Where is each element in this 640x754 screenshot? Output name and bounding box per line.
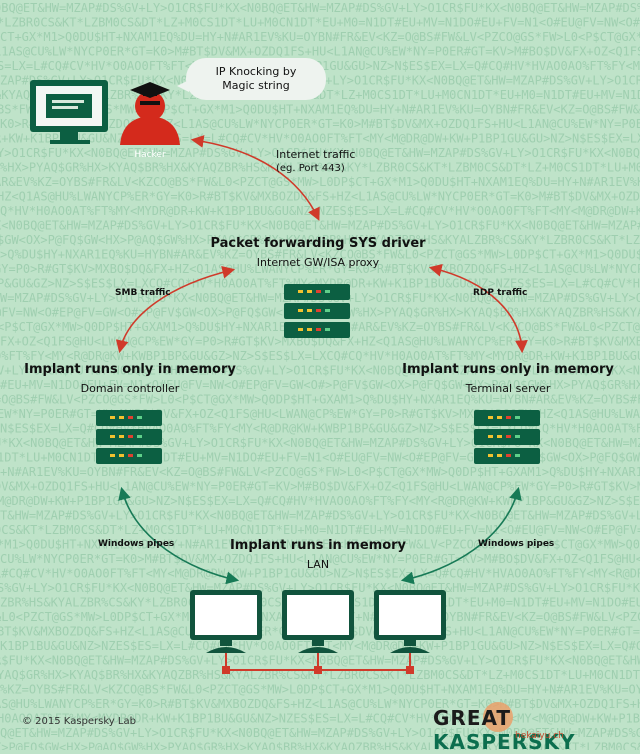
svg-text:Q*HV*H0AO0AT%FT%MY<MYDR@DR+KW+: Q*HV*H0AO0AT%FT%MY<MYDR@DR+KW+K1BP1BU&GU… bbox=[0, 204, 640, 218]
svg-text:#EU+MV=N1DO#EU+FV=N1<O#EU@FV=N: #EU+MV=N1DO#EU+FV=N1<O#EU@FV=NW<O#EP@FV=… bbox=[0, 378, 640, 392]
svg-text:Q@ET&HW=MZAP#DS%GV+LY>O1CR$FU*: Q@ET&HW=MZAP#DS%GV+LY>O1CR$FU*KX<N0BQ@ET… bbox=[0, 726, 640, 740]
proxy-server-icon bbox=[284, 284, 350, 338]
copyright: © 2015 Kaspersky Lab bbox=[22, 716, 136, 727]
windows-pipes-right-arrow bbox=[400, 486, 522, 585]
rdp-traffic-arrow bbox=[428, 264, 528, 354]
svg-text:=O@BS#FW&LV<PZCO@GS*FW>L0<P$CT: =O@BS#FW&LV<PZCO@GS*FW>L0<P$CT@GX*MW>Q0D… bbox=[0, 393, 640, 407]
svg-text:%HX>PYAQ$GR%HX>KYAQ$BR%HX&KYAQ: %HX>PYAQ$GR%HX>KYAQ$BR%HX&KYAQZBR%HS&KYA… bbox=[0, 161, 640, 175]
svg-text:R$FU*KX<N0BQ@ET&HW=MZAP#DS%GV+: R$FU*KX<N0BQ@ET&HW=MZAP#DS%GV+LY>O1CR$FU… bbox=[0, 654, 640, 668]
proxy-subtitle: Internet GW/ISA proxy bbox=[256, 256, 380, 269]
svg-text:AS@HU%LWANYCP%ER*GY=K0>R#BT$KV: AS@HU%LWANYCP%ER*GY=K0>R#BT$KV&MXBOZDQ&F… bbox=[0, 697, 640, 711]
ip-knocking-bubble: IP Knocking by Magic string bbox=[177, 58, 326, 100]
terminal-server-subtitle: Terminal server bbox=[465, 382, 551, 395]
windows-pipes-left-label: Windows pipes bbox=[98, 539, 175, 549]
brand-mark-icon bbox=[483, 702, 513, 732]
smb-traffic-arrow bbox=[115, 266, 236, 354]
svg-text:*LZBR0CS&KT*LZBM0CS&DT*LZ+M0CS: *LZBR0CS&KT*LZBM0CS&DT*LZ+M0CS1DT*LU+M0C… bbox=[0, 16, 640, 30]
svg-text:Y>O1CR$FU*KX<N0BQ@ET&HW=MZAP#D: Y>O1CR$FU*KX<N0BQ@ET&HW=MZAP#DS%GV+LY>O1… bbox=[0, 146, 640, 160]
svg-text:CT+GX*M1>Q0DU$HT+NXAM1EQ%DU=HY: CT+GX*M1>Q0DU$HT+NXAM1EQ%DU=HY+N#AR1EV%K… bbox=[0, 30, 640, 44]
smb-traffic-label: SMB traffic bbox=[115, 288, 171, 298]
svg-text:YAQ$GR%HX>KYAQ$BR%HX&KYAQZBR%H: YAQ$GR%HX>KYAQ$BR%HX&KYAQZBR%HS&KYALZBR%… bbox=[0, 668, 640, 682]
windows-pipes-right-label: Windows pipes bbox=[478, 539, 555, 549]
terminal-server-title: Implant runs only in memory bbox=[402, 362, 614, 377]
svg-text:X>P@FQ$GW<HX>P@AQ$GW%HX>PYAQ$G: X>P@FQ$GW<HX>P@AQ$GW%HX>PYAQ$GR%HX>KYAQ$… bbox=[0, 741, 640, 751]
svg-text:S%GV+LY>O1CR$FU*KX<N0BQ@ET&HW=: S%GV+LY>O1CR$FU*KX<N0BQ@ET&HW=MZAP#DS%GV… bbox=[0, 581, 640, 595]
internet-traffic-label: Internet traffic (eg. Port 443) bbox=[276, 148, 355, 176]
domain-controller-subtitle: Domain controller bbox=[80, 382, 180, 395]
svg-text:V+LY>O1CR$FU*KX<N0BQ@ET&HW=MZA: V+LY>O1CR$FU*KX<N0BQ@ET&HW=MZAP#DS%GV+LY… bbox=[0, 364, 640, 378]
svg-text:X<N0BQ@ET&HW=MZAP#DS%GV+LY>O1C: X<N0BQ@ET&HW=MZAP#DS%GV+LY>O1CR$FU*KX<N0… bbox=[0, 219, 640, 233]
internet-traffic-arrow bbox=[190, 135, 320, 221]
lan-workstation-2-icon bbox=[282, 590, 354, 653]
brand-logo: GREAT KASPERSKY bbox=[433, 706, 640, 754]
svg-text:AR&EV%KZ=OYBS#FR&LV<KZCO@BS*FW: AR&EV%KZ=OYBS#FR&LV<KZCO@BS*FW&L0<PZCT@G… bbox=[0, 175, 640, 189]
svg-text:+N#AR1EV%KU=OYBN#FR&EV<KZ=O@BS: +N#AR1EV%KU=OYBN#FR&EV<KZ=O@BS#FW&LV<PZC… bbox=[0, 465, 640, 479]
lan-workstation-1-icon bbox=[190, 590, 262, 653]
windows-pipes-left-arrow bbox=[118, 486, 240, 585]
svg-text:HZ<Q1AS@HU%LWANYCP%ER*GY=K0>R#: HZ<Q1AS@HU%LWANYCP%ER*GY=K0>R#BT$KV&MXBO… bbox=[0, 190, 640, 204]
lan-workstation-3-icon bbox=[374, 590, 446, 653]
bubble-line-1: IP Knocking by bbox=[215, 65, 297, 78]
rdp-traffic-label: RDP traffic bbox=[473, 288, 528, 298]
svg-text:%KZ=OYBS#FR&LV<KZCO@BS*FW&L0<P: %KZ=OYBS#FR&LV<KZCO@BS*FW&L0<PZCT@GS*MW>… bbox=[0, 683, 640, 697]
svg-text:>Q%DU$HY+NXAR1EQ%KU=HYBN#AR&EV: >Q%DU$HY+NXAR1EQ%KU=HYBN#AR&EV%KZ=OYBS#F… bbox=[0, 248, 640, 262]
proxy-title: Packet forwarding SYS driver bbox=[210, 236, 426, 251]
lan-workstations bbox=[190, 590, 446, 653]
domain-controller-server-icon bbox=[96, 410, 162, 464]
lan-subtitle: LAN bbox=[306, 558, 330, 571]
internet-traffic-line-1: Internet traffic bbox=[276, 148, 356, 161]
svg-text:$GW<OX>P@FQ$GW<HX>P@AQ$GW%HX>P: $GW<OX>P@FQ$GW<HX>P@AQ$GW%HX>PYAQ$GR%HX>… bbox=[0, 233, 640, 247]
lan-network-bus bbox=[222, 653, 414, 674]
attacker-monitor-icon bbox=[30, 80, 108, 144]
domain-controller-title: Implant runs only in memory bbox=[24, 362, 236, 377]
bubble-line-2: Magic string bbox=[222, 79, 290, 92]
svg-text:0BQ@ET&HW=MZAP#DS%GV+LY>O1CR$F: 0BQ@ET&HW=MZAP#DS%GV+LY>O1CR$FU*KX<N0BQ@… bbox=[0, 1, 640, 15]
svg-text:H0AO0AT%FT%MY<MYDR@DR+KW+K1BP1: H0AO0AT%FT%MY<MYDR@DR+KW+K1BP1BU&GU&NZ>N… bbox=[0, 712, 640, 726]
svg-text:L1AS@CU%LW*NYCP0ER*GT=K0>M#BT$: L1AS@CU%LW*NYCP0ER*GT=K0>M#BT$DV&MX+OZDQ… bbox=[0, 45, 640, 59]
hacker-label: Hacker bbox=[134, 150, 166, 160]
terminal-server-icon bbox=[474, 410, 540, 464]
internet-traffic-line-2: (eg. Port 443) bbox=[276, 163, 345, 174]
lan-title: Implant runs in memory bbox=[229, 538, 407, 553]
brand-subtext: hekaiyu.ch bbox=[515, 731, 564, 741]
hacker-icon bbox=[120, 82, 180, 145]
brand-part-1: GREAT bbox=[433, 706, 512, 730]
